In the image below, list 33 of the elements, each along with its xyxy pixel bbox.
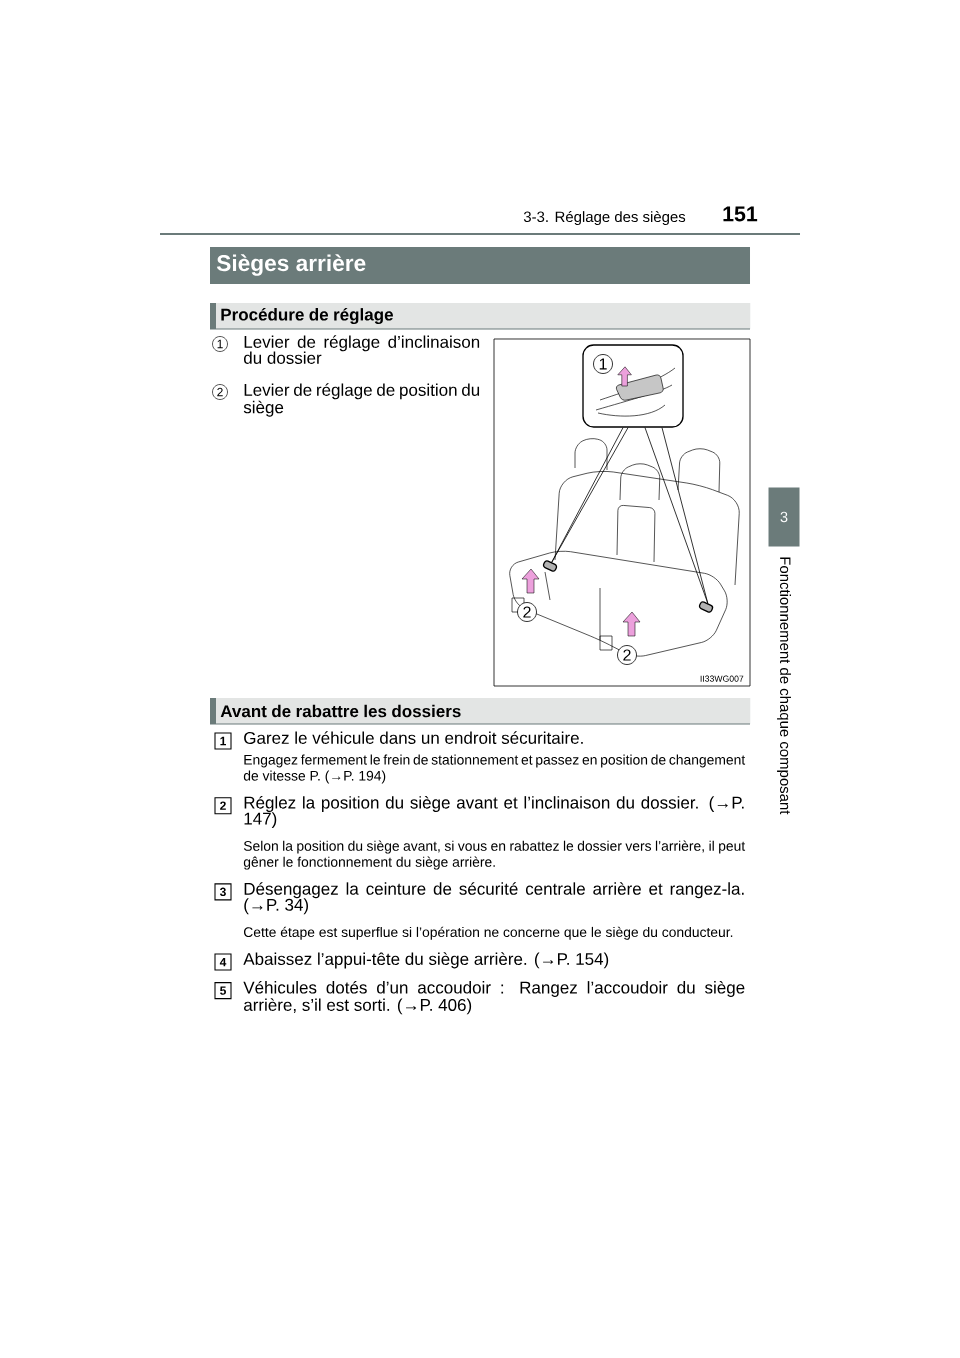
step-number: 1 bbox=[214, 732, 232, 750]
figure-code: II33WG007 bbox=[700, 675, 744, 682]
step-text: Désengagez la ceinture de sécurité centrale arrière et rangez-la. (→P. 34) bbox=[244, 882, 744, 915]
running-header: 3-3. Réglage des sièges bbox=[523, 210, 686, 226]
lever-drawing bbox=[622, 601, 714, 637]
side-label: Fonctionnement de chaque composant bbox=[777, 557, 791, 815]
leader-line bbox=[644, 427, 709, 604]
note-text: Cette étape est superflue si l’opération ne concerne que le siège du conducteur. bbox=[244, 926, 733, 940]
step-number: 5 bbox=[214, 982, 232, 1000]
step-number: 4 bbox=[214, 953, 232, 971]
step-number: 2 bbox=[214, 797, 232, 815]
lever-drawing bbox=[521, 560, 558, 594]
item-number: 2 bbox=[212, 384, 228, 400]
callout-number: 2 bbox=[617, 645, 637, 665]
chapter-tab: 3 bbox=[768, 487, 800, 547]
callout-number: 1 bbox=[593, 354, 613, 374]
item-number: 1 bbox=[212, 336, 228, 352]
illustration-frame bbox=[493, 338, 751, 687]
title-band: Sièges arrière bbox=[210, 247, 750, 284]
step-text: Abaissez l’appui-tête du siège arrière. (→P. 154) bbox=[243, 952, 609, 969]
step-number: 3 bbox=[214, 883, 232, 901]
item-text: Levier de réglage de position du siège bbox=[243, 383, 480, 417]
section-header: Procédure de réglage bbox=[209, 303, 751, 330]
callout-number: 2 bbox=[517, 602, 537, 622]
section-header: Avant de rabattre les dossiers bbox=[209, 698, 751, 725]
leader-line bbox=[661, 427, 709, 604]
item-text: Levier de réglage d’inclinaison du dossier bbox=[244, 335, 480, 364]
step-text: Véhicules dotés d’un accoudoir : Rangez l’accoudoir du siège arrière, s’il est sorti. (→P. 406) bbox=[243, 980, 745, 1015]
step-text: Garez le véhicule dans un endroit sécuritaire. bbox=[244, 731, 583, 744]
step-text: Réglez la position du siège avant et l’inclinaison du dossier. (→P. 147) bbox=[244, 795, 744, 828]
note-text: Selon la position du siège avant, si vous en rabattez le dossier vers l’arrière, il peut gêner le fonctionnement du siège arrière. bbox=[243, 840, 746, 870]
note-text: Engagez fermement le frein de stationnement et passez en position de changement de vitesse P. (→P. 194) bbox=[243, 754, 746, 784]
page-number: 151 bbox=[723, 206, 758, 222]
